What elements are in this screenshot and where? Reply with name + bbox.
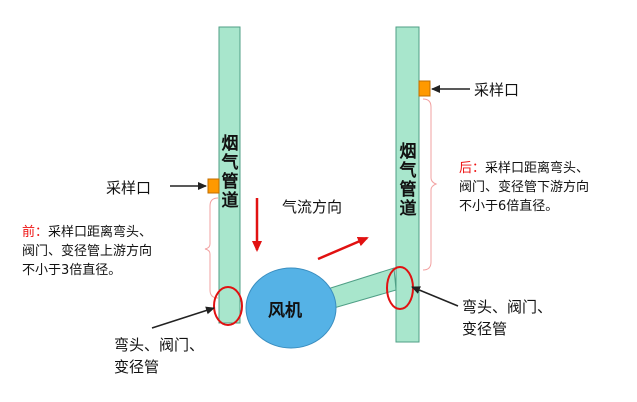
right-elbow-line-1: 弯头、阀门、 bbox=[462, 298, 553, 316]
front-note-line-1: 采样口距离弯头、 bbox=[48, 225, 153, 240]
right-elbow-arrow bbox=[411, 286, 459, 307]
fan-label: 风机 bbox=[268, 301, 302, 321]
flow-diagonal-arrow bbox=[317, 236, 369, 261]
rear-note-line-3: 不小于6倍直径。 bbox=[459, 199, 559, 214]
right-sampling-port bbox=[418, 80, 431, 97]
front-note-line-2: 阀门、变径管上游方向 bbox=[22, 244, 153, 259]
right-sampling-label: 采样口 bbox=[474, 81, 520, 99]
front-bracket bbox=[204, 197, 219, 299]
fan-shape bbox=[245, 267, 337, 349]
rear-note-line-1: 采样口距离弯头、 bbox=[485, 161, 590, 176]
front-note-line-3: 不小于3倍直径。 bbox=[22, 263, 122, 278]
left-duct bbox=[218, 26, 241, 324]
rear-note: 后：采样口距离弯头、 阀门、变径管下游方向 不小于6倍直径。 bbox=[459, 159, 589, 216]
rear-bracket bbox=[422, 98, 438, 271]
left-elbow-circle bbox=[213, 286, 243, 326]
left-duct-label: 烟气管道 bbox=[221, 134, 239, 211]
right-elbow-label: 弯头、阀门、 变径管 bbox=[462, 296, 552, 340]
rear-note-prefix: 后： bbox=[459, 161, 486, 176]
left-sampling-port bbox=[207, 178, 220, 194]
left-elbow-arrow bbox=[151, 306, 215, 329]
front-note: 前：采样口距离弯头、 阀门、变径管上游方向 不小于3倍直径。 bbox=[22, 223, 152, 280]
airflow-label: 气流方向 bbox=[282, 198, 343, 216]
right-elbow-line-2: 变径管 bbox=[462, 320, 508, 338]
right-duct-label: 烟气管道 bbox=[399, 142, 417, 219]
left-elbow-line-2: 变径管 bbox=[114, 358, 160, 376]
rear-note-line-2: 阀门、变径管下游方向 bbox=[459, 180, 590, 195]
right-duct bbox=[395, 26, 420, 343]
front-note-prefix: 前： bbox=[22, 225, 49, 240]
left-elbow-line-1: 弯头、阀门、 bbox=[114, 336, 205, 354]
left-sampling-label: 采样口 bbox=[106, 179, 152, 197]
left-elbow-label: 弯头、阀门、 变径管 bbox=[114, 334, 204, 378]
